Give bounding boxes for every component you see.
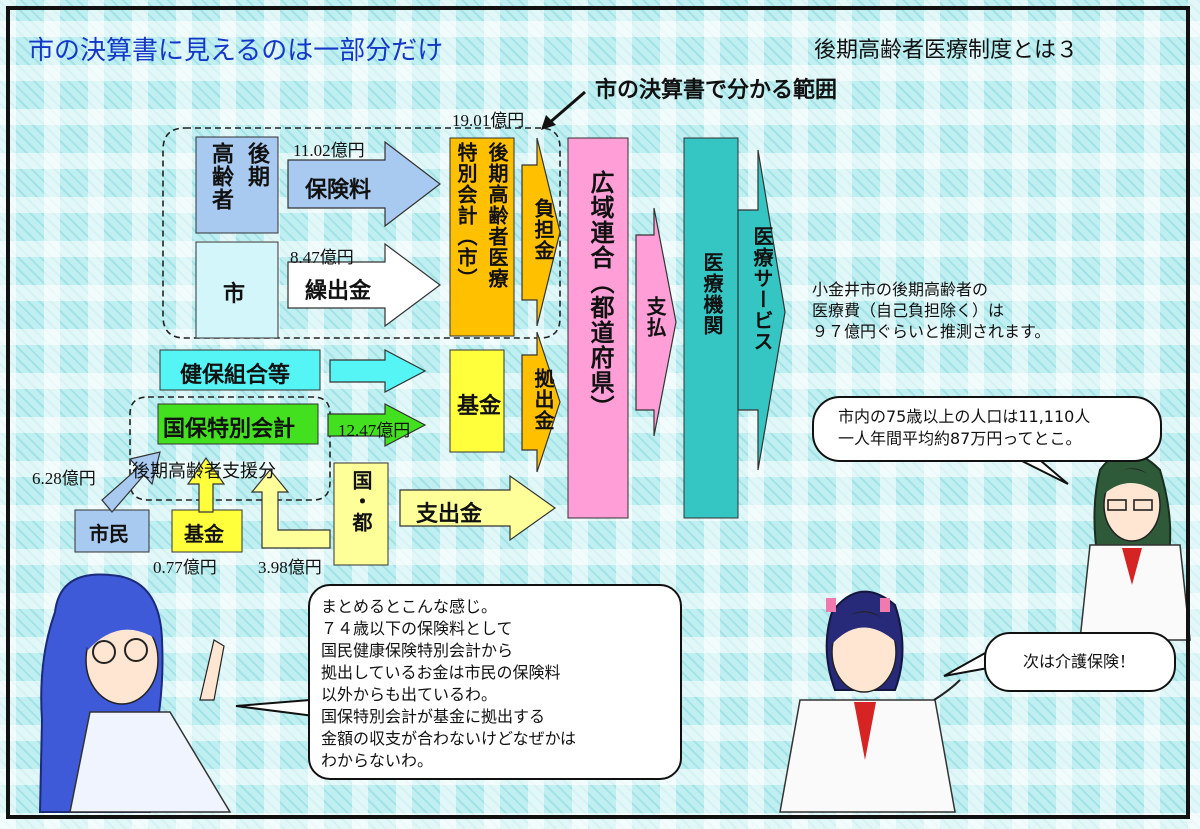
burden-arrow — [521, 137, 561, 327]
range-pointer-arrowhead — [541, 115, 556, 130]
expenditure-arrow — [399, 474, 557, 542]
contribution-label: 拠出金 — [531, 368, 555, 431]
elderly-box — [195, 136, 279, 234]
transfer-amount: 8.47億円 — [290, 248, 354, 267]
medical-service-label: 医療サービス — [750, 226, 774, 352]
page-subtitle: 後期高齢者医療制度とは３ — [814, 38, 1079, 63]
citizen-label: 市民 — [89, 522, 129, 546]
kokuho-label: 国保特別会計 — [163, 417, 296, 442]
special-account-label: 後期高齢者医療 特別会計（市） — [452, 142, 512, 289]
national-label: 国・都 — [349, 470, 373, 533]
kokuho-support-label: 後期高齢者支援分 — [132, 461, 276, 482]
fund-bottom-label: 基金 — [184, 522, 224, 546]
kokuho-box — [157, 403, 319, 445]
fund-center-label: 基金 — [457, 394, 502, 419]
national-up-arrow — [250, 469, 331, 549]
panel-border — [6, 6, 1190, 819]
left-bubble-line: まとめるとこんな感じ。 — [321, 597, 498, 616]
insurance-arrow — [287, 140, 441, 228]
fund-amount: 0.77億円 — [153, 558, 217, 577]
kokuho-support-boundary — [129, 396, 331, 501]
left-bubble-line: 金額の収支が合わないけどなぜかは — [321, 729, 577, 748]
left-bubble-line: 以外からも出ているわ。 — [321, 685, 498, 704]
national-amount: 3.98億円 — [258, 558, 322, 577]
elderly-label-line2: 高齢者 — [208, 142, 233, 211]
fund-up-arrow — [186, 456, 226, 513]
medical-institution-label: 医療機関 — [700, 252, 724, 336]
total-amount: 19.01億円 — [452, 111, 525, 130]
top-right-bubble-line: 一人年間平均約87万円ってとこ。 — [838, 429, 1082, 448]
left-bubble-line: 国民健康保険特別会計から — [321, 641, 514, 660]
left-speech-bubble — [308, 584, 682, 780]
expenditure-label: 支出金 — [416, 502, 483, 527]
insurance-amount: 11.02億円 — [293, 141, 365, 160]
payment-arrow — [635, 207, 677, 437]
left-character-illustration — [38, 573, 232, 813]
left-bubble-line: 国保特別会計が基金に拠出する — [321, 707, 546, 726]
top-right-speech-bubble — [812, 396, 1162, 462]
kenpo-label: 健保組合等 — [180, 363, 291, 388]
medical-service-arrow — [737, 149, 786, 471]
top-right-bubble-line: 市内の75歳以上の人口は11,110人 — [838, 407, 1091, 426]
contribution-arrow — [521, 331, 561, 473]
koiki-label: 広域連合（都道府県） — [586, 170, 614, 420]
bottom-right-bubble-text: 次は介護保険！ — [1023, 652, 1136, 671]
special-account-box — [449, 137, 515, 337]
national-box — [333, 462, 389, 566]
medical-cost-note: 小金井市の後期高齢者の 医療費（自己負担除く）は ９７億円ぐらいと推測されます。 — [812, 279, 1050, 342]
transfer-arrow — [287, 242, 442, 328]
medical-cost-note-line: ９７億円ぐらいと推測されます。 — [812, 322, 1051, 341]
medical-cost-note-line: 小金井市の後期高齢者の — [812, 280, 989, 299]
range-label: 市の決算書で分かる範囲 — [595, 78, 838, 103]
city-box — [195, 241, 279, 339]
kenpo-arrow — [329, 349, 427, 393]
insurance-label: 保険料 — [305, 178, 372, 203]
kokuho-arrow — [327, 403, 427, 447]
special-account-line1: 後期高齢者医療 — [485, 142, 509, 289]
payment-label: 支払 — [643, 296, 667, 338]
left-bubble-line: 拠出しているお金は市民の保険料 — [321, 663, 561, 682]
left-bubble-text: まとめるとこんな感じ。 ７４歳以下の保険料として 国民健康保険特別会計から 拠出… — [321, 596, 576, 772]
burden-label: 負担金 — [531, 198, 555, 261]
bottom-right-character-illustration — [779, 590, 961, 813]
kokuho-amount: 12.47億円 — [338, 421, 411, 440]
koiki-box — [567, 137, 629, 519]
top-right-bubble-text: 市内の75歳以上の人口は11,110人 一人年間平均約87万円ってとこ。 — [838, 406, 1090, 450]
medical-institution-box — [683, 137, 739, 519]
city-label: 市 — [223, 282, 246, 307]
page-title: 市の決算書に見えるのは一部分だけ — [28, 36, 444, 66]
range-pointer-arrow — [547, 90, 586, 126]
special-account-line2: 特別会計（市） — [454, 142, 478, 289]
citizen-amount: 6.28億円 — [32, 469, 96, 488]
fund-center-box — [449, 349, 505, 453]
citizen-box — [74, 509, 150, 553]
transfer-label: 繰出金 — [305, 279, 372, 304]
city-budget-range-boundary — [162, 127, 561, 339]
elderly-label-line1: 後期 — [244, 142, 269, 188]
kenpo-box — [159, 349, 321, 391]
left-bubble-line: わからないわ。 — [321, 751, 434, 770]
left-bubble-line: ７４歳以下の保険料として — [321, 619, 513, 638]
top-right-character-illustration — [1079, 451, 1191, 641]
medical-cost-note-line: 医療費（自己負担除く）は — [812, 301, 1005, 320]
bottom-right-speech-bubble — [984, 632, 1176, 692]
elderly-label: 後期 高齢者 — [204, 142, 272, 211]
citizen-arrow — [101, 451, 161, 513]
